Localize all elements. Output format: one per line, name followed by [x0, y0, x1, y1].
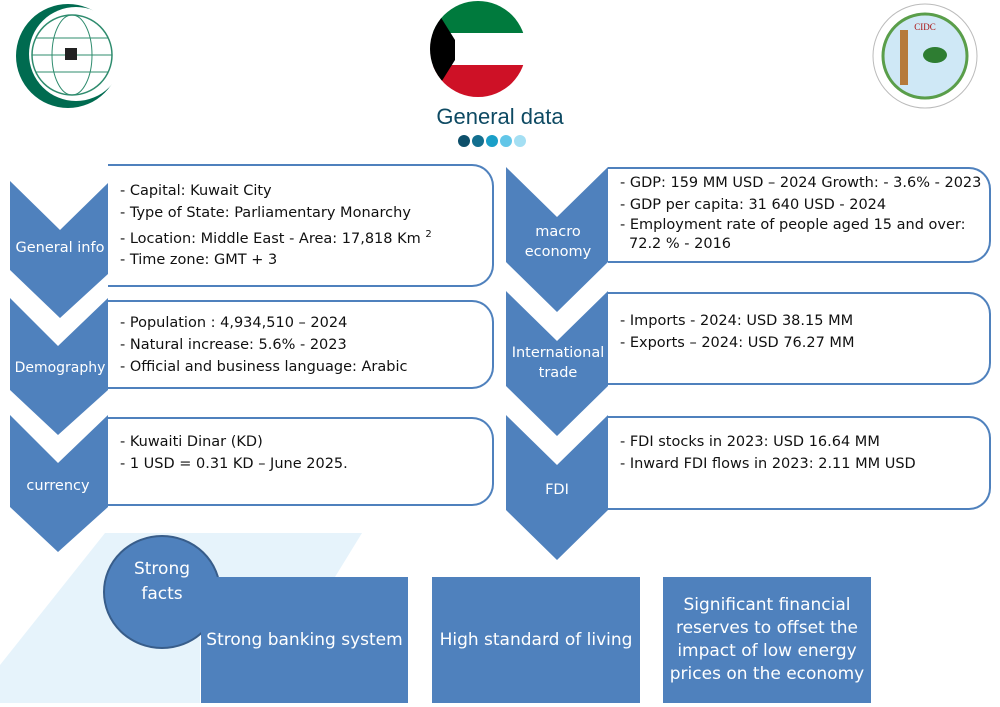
- label-demography: Demography: [14, 360, 106, 376]
- chevron-general-info: [10, 181, 108, 318]
- label-general-info: General info: [15, 240, 105, 256]
- info-line: 72.2 % - 2016: [629, 236, 732, 252]
- info-line: - Imports - 2024: USD 38.15 MM: [620, 312, 854, 329]
- general-info-box: - Capital: Kuwait City - Type of State: …: [108, 164, 494, 287]
- chevron-currency: [10, 415, 108, 552]
- label-international-trade: International trade: [511, 345, 605, 381]
- currency-box: - Kuwaiti Dinar (KD) - 1 USD = 0.31 KD –…: [108, 417, 494, 506]
- strong-facts-title: Strong facts: [133, 559, 191, 604]
- info-line: - Official and business language: Arabic: [120, 358, 408, 375]
- info-line: - GDP: 159 MM USD – 2024 Growth: - 3.6% …: [620, 175, 982, 191]
- fact-financial-reserves: Significant financial reserves to offset…: [663, 577, 871, 703]
- info-line: - Inward FDI flows in 2023: 2.11 MM USD: [620, 456, 916, 472]
- info-line: - Capital: Kuwait City: [120, 182, 272, 199]
- fact-banking: Strong banking system: [201, 577, 408, 703]
- dot: [472, 135, 484, 147]
- info-line: - FDI stocks in 2023: USD 16.64 MM: [620, 434, 880, 450]
- info-line: - Employment rate of people aged 15 and …: [620, 217, 966, 233]
- svg-text:CIDC: CIDC: [914, 22, 936, 32]
- info-line: - Natural increase: 5.6% - 2023: [120, 336, 347, 353]
- fact-living-standard: High standard of living: [432, 577, 640, 703]
- kuwait-flag: [430, 1, 526, 97]
- info-line: - Exports – 2024: USD 76.27 MM: [620, 334, 855, 351]
- dot: [486, 135, 498, 147]
- info-line: - GDP per capita: 31 640 USD - 2024: [620, 197, 887, 213]
- info-line: - Location: Middle East - Area: 17,818 K…: [120, 224, 492, 250]
- title-dots: [458, 135, 526, 147]
- demography-box: - Population : 4,934,510 – 2024 - Natura…: [108, 300, 494, 389]
- chevron-demography: [10, 298, 108, 435]
- international-trade-box: - Imports - 2024: USD 38.15 MM - Exports…: [608, 292, 991, 385]
- chevron-fdi: [506, 415, 608, 560]
- page-title: General data: [436, 104, 564, 129]
- label-currency: currency: [26, 478, 90, 494]
- chevron-macro: [506, 167, 608, 312]
- info-text: - Location: Middle East - Area: 17,818 K…: [120, 230, 421, 247]
- info-line: - Time zone: GMT + 3: [120, 252, 278, 269]
- dot: [458, 135, 470, 147]
- chevron-trade: [506, 291, 608, 436]
- info-line: - Population : 4,934,510 – 2024: [120, 314, 348, 331]
- info-line: - Type of State: Parliamentary Monarchy: [120, 204, 411, 221]
- info-line: - 1 USD = 0.31 KD – June 2025.: [120, 455, 348, 472]
- info-line: - Kuwaiti Dinar (KD): [120, 433, 263, 450]
- fdi-box: - FDI stocks in 2023: USD 16.64 MM - Inw…: [608, 416, 991, 510]
- cidc-logo: CIDC: [872, 3, 978, 109]
- dot: [514, 135, 526, 147]
- oic-logo: [16, 4, 123, 108]
- macro-economy-box: - GDP: 159 MM USD – 2024 Growth: - 3.6% …: [608, 167, 991, 263]
- label-macro-economy: macro economy: [524, 224, 592, 260]
- superscript: 2: [425, 228, 432, 240]
- label-fdi: FDI: [545, 482, 569, 498]
- dot: [500, 135, 512, 147]
